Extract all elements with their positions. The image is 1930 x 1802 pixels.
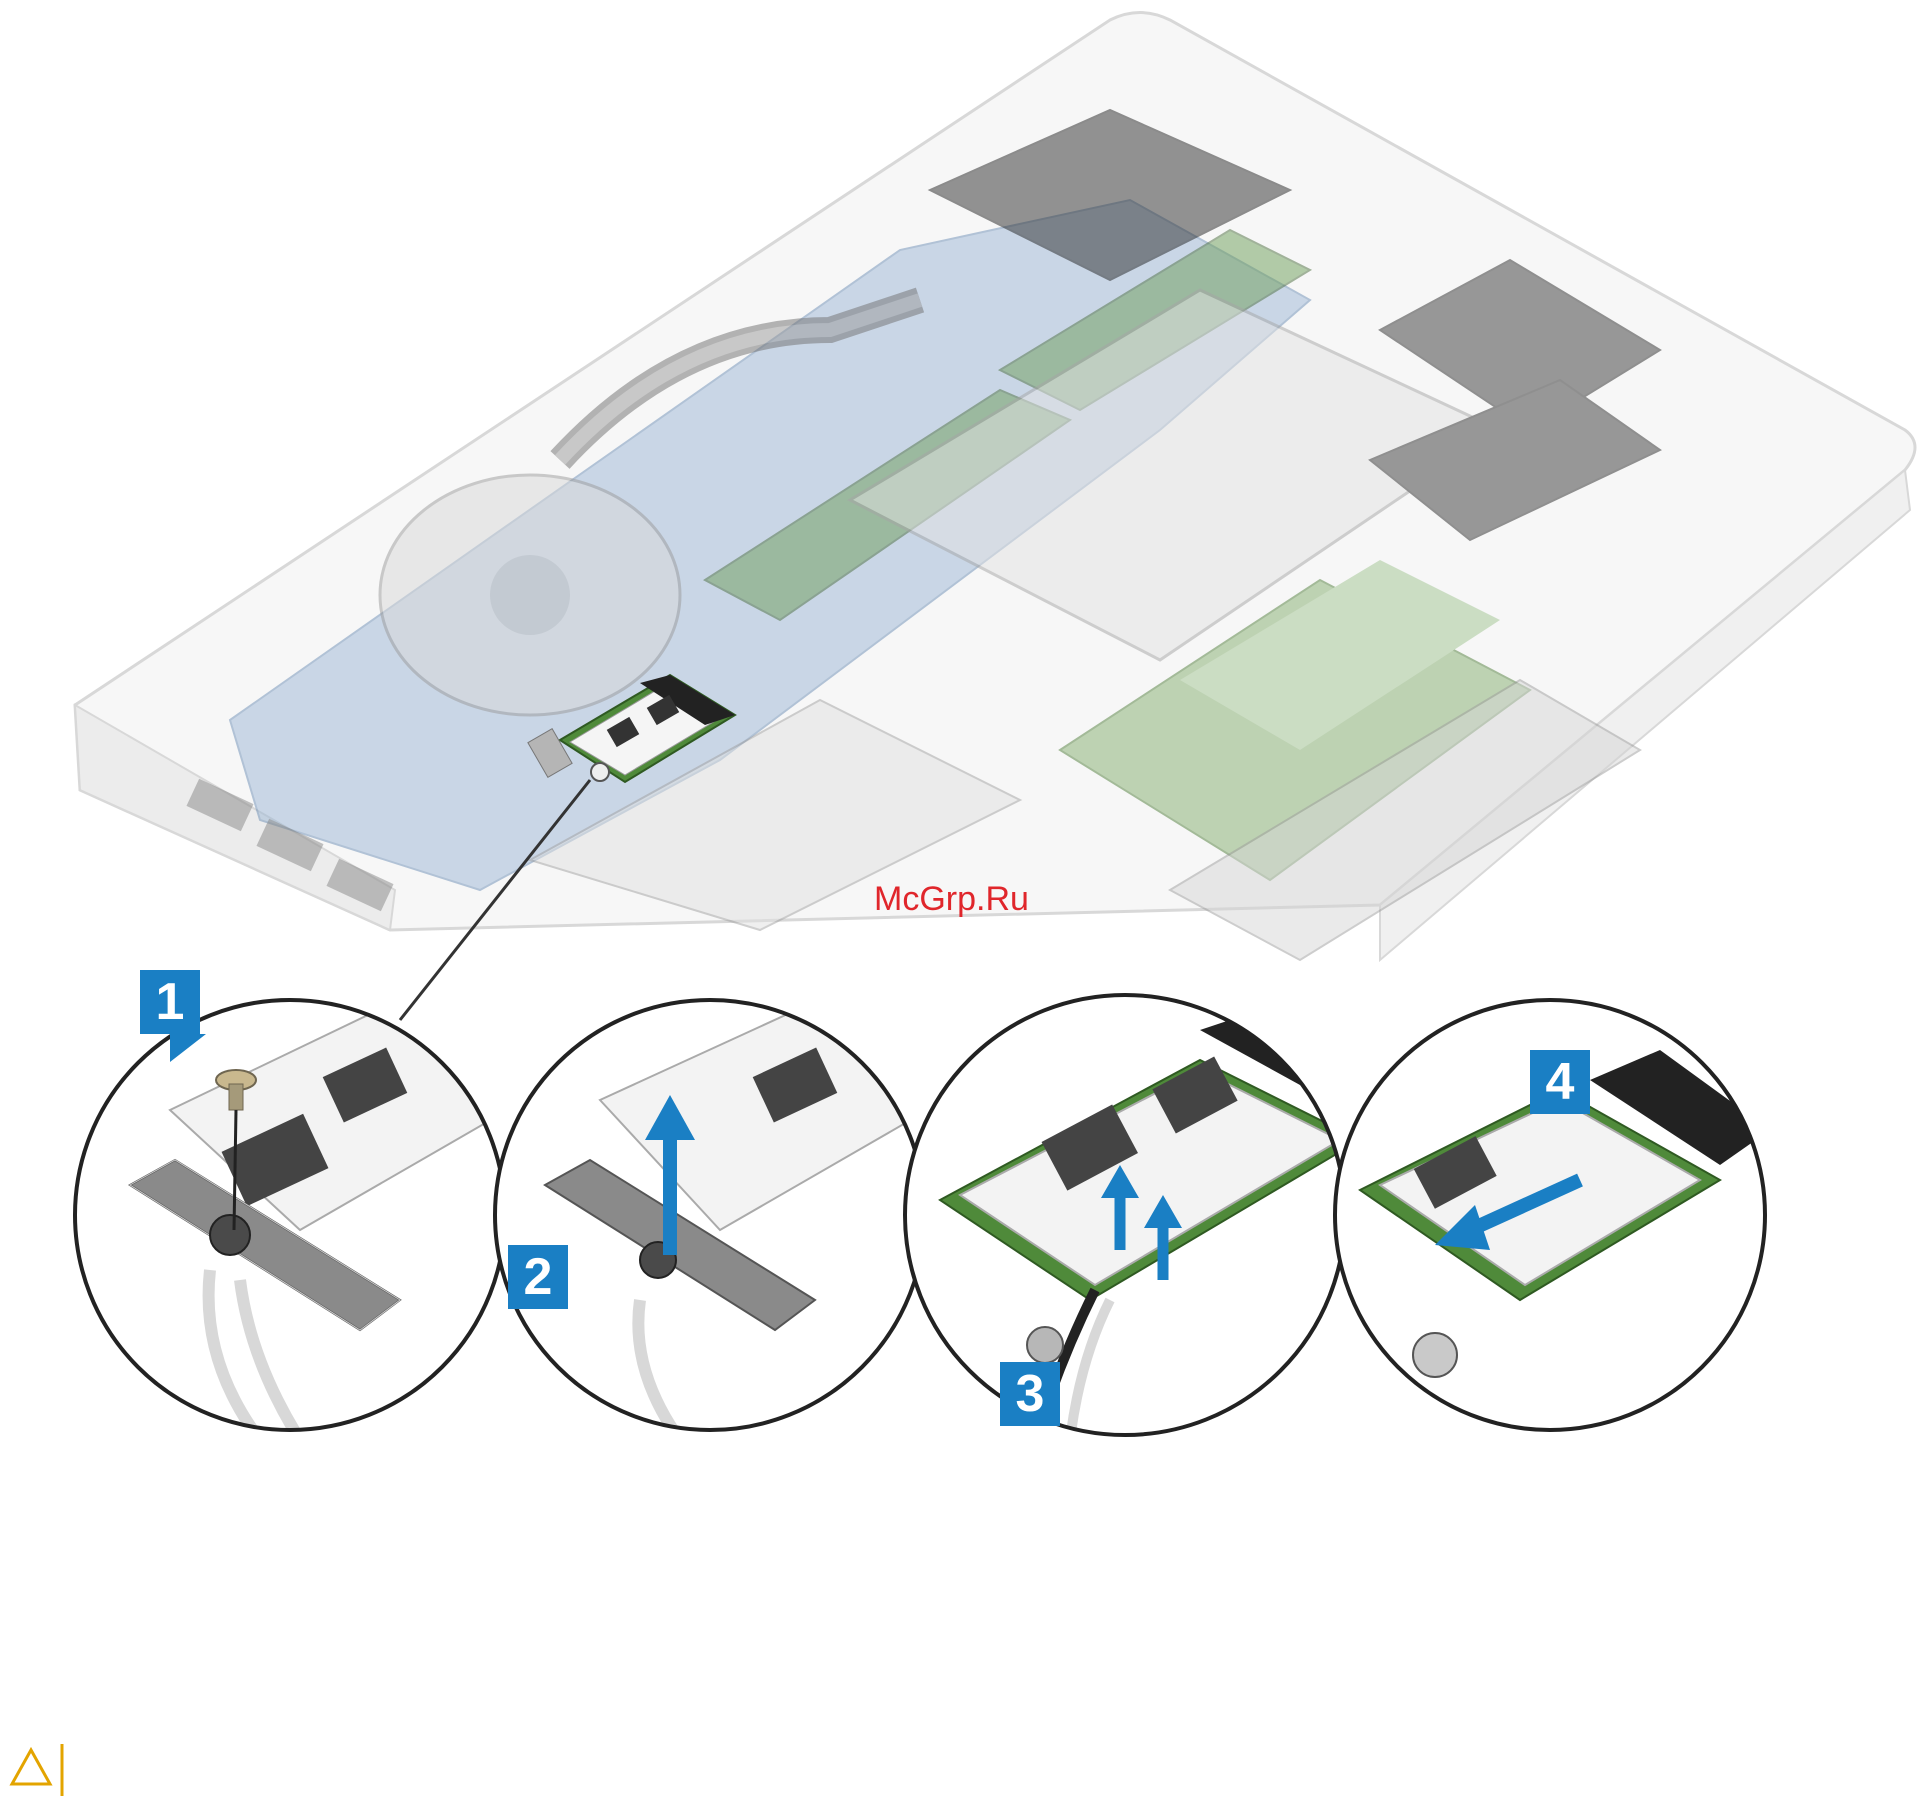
step-badge-4: 4 [1530, 1050, 1590, 1114]
step-badge-3: 3 [1000, 1362, 1060, 1426]
step-badge-2: 2 [508, 1245, 568, 1309]
watermark: McGrp.Ru [874, 880, 1029, 919]
caution-icon [10, 1744, 62, 1796]
detail-circle-3 [905, 995, 1360, 1440]
step-badge-1: 1 [140, 970, 200, 1034]
cooling-fan [380, 475, 680, 715]
detail-circle-1 [75, 990, 560, 1440]
